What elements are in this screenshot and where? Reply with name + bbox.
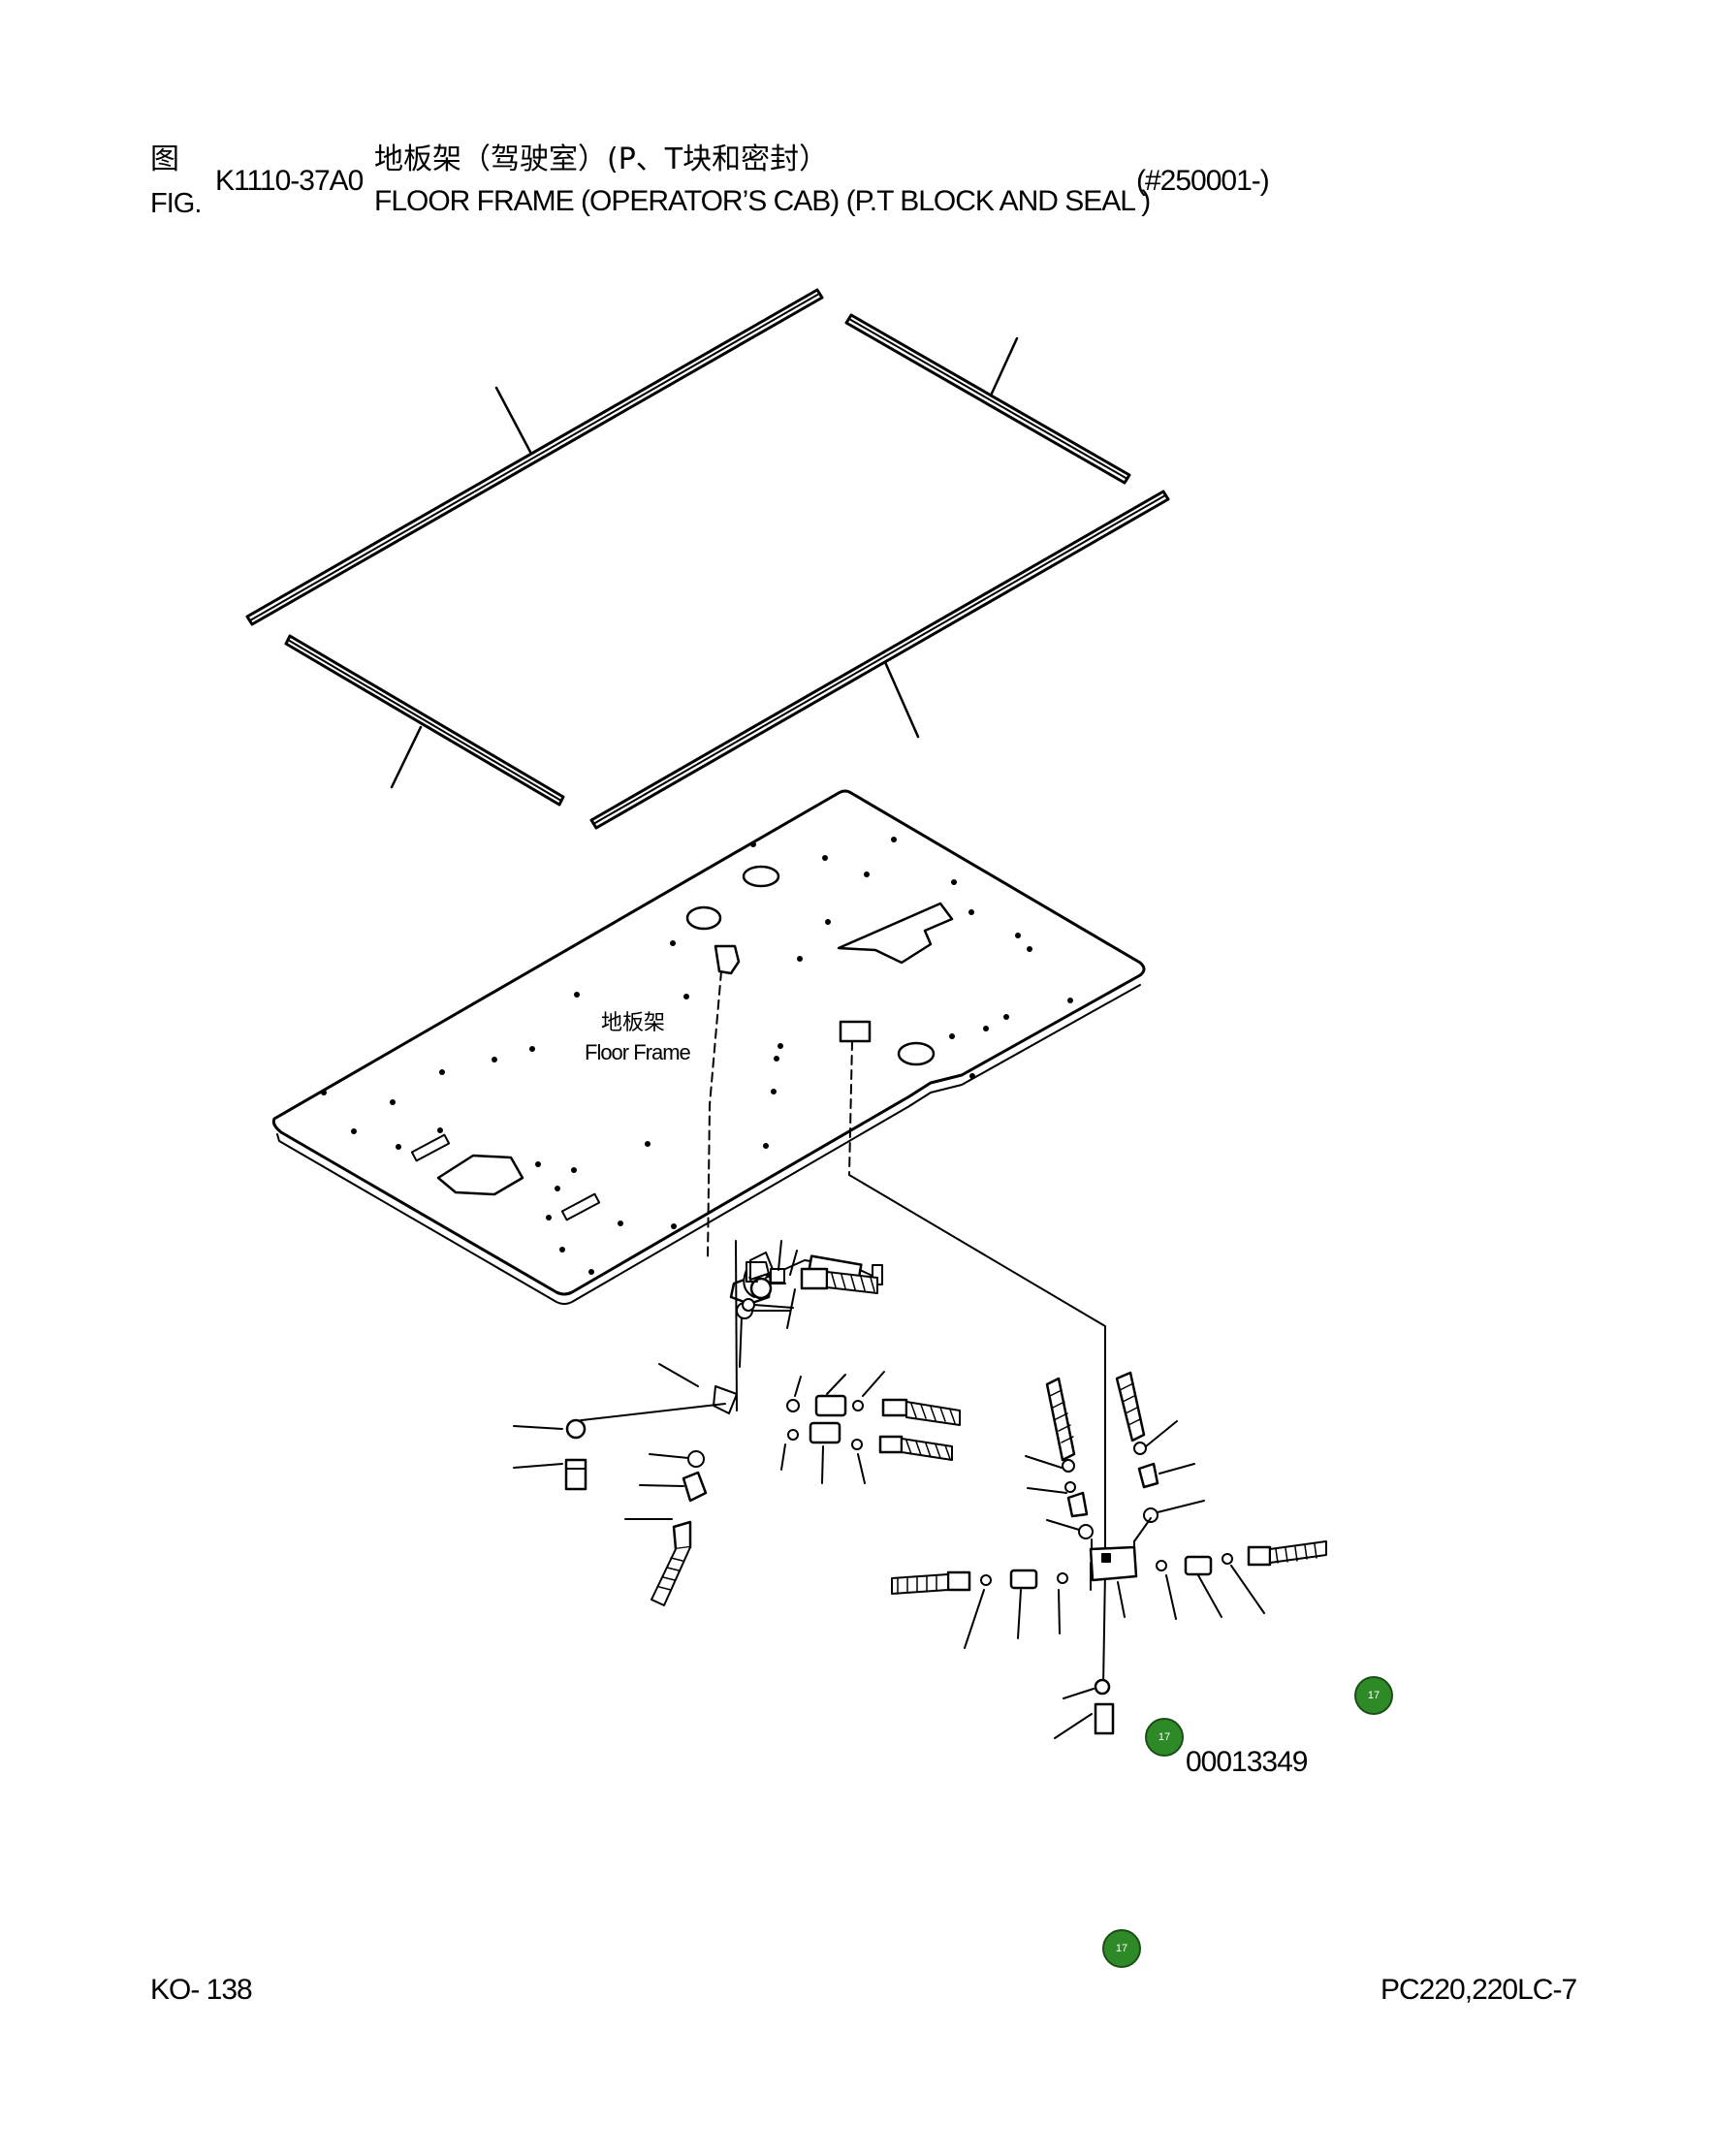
floor-frame-label-cn: 地板架 [601, 1011, 666, 1035]
seal-strip-top-right [844, 313, 1131, 485]
title-english: FLOOR FRAME (OPERATOR’S CAB) (P.T BLOCK … [374, 185, 1151, 217]
drawing-number: 00013349 [1186, 1746, 1308, 1778]
serial-range: (#250001-) [1136, 165, 1270, 197]
green-marker-badge[interactable]: 17 [1145, 1718, 1184, 1757]
fig-label-en: FIG. [150, 188, 202, 219]
floor-frame-label-en: Floor Frame [585, 1040, 691, 1064]
left-pt-block-assembly [513, 1240, 961, 1606]
badge-label: 17 [1158, 1731, 1171, 1743]
green-marker-badge[interactable]: 17 [1102, 1929, 1141, 1968]
seal-strip-bottom-right [589, 490, 1170, 830]
plate-holes [321, 837, 1073, 1275]
figure-code: K1110-37A0 [215, 165, 364, 197]
seal-strip-top-left [245, 288, 824, 626]
fig-label-cn: 图 [150, 143, 179, 176]
page-number: KO- 138 [150, 1974, 253, 2006]
floor-frame-plate [271, 789, 1146, 1305]
green-marker-badge[interactable]: 17 [1354, 1676, 1393, 1715]
right-pt-block-assembly [848, 1174, 1327, 1739]
seal-strip-bottom-left [284, 634, 565, 807]
machine-model: PC220,220LC-7 [1381, 1974, 1577, 2006]
badge-label: 17 [1115, 1943, 1128, 1954]
title-chinese: 地板架（驾驶室）(P、T块和密封） [374, 143, 829, 176]
badge-label: 17 [1367, 1690, 1381, 1701]
